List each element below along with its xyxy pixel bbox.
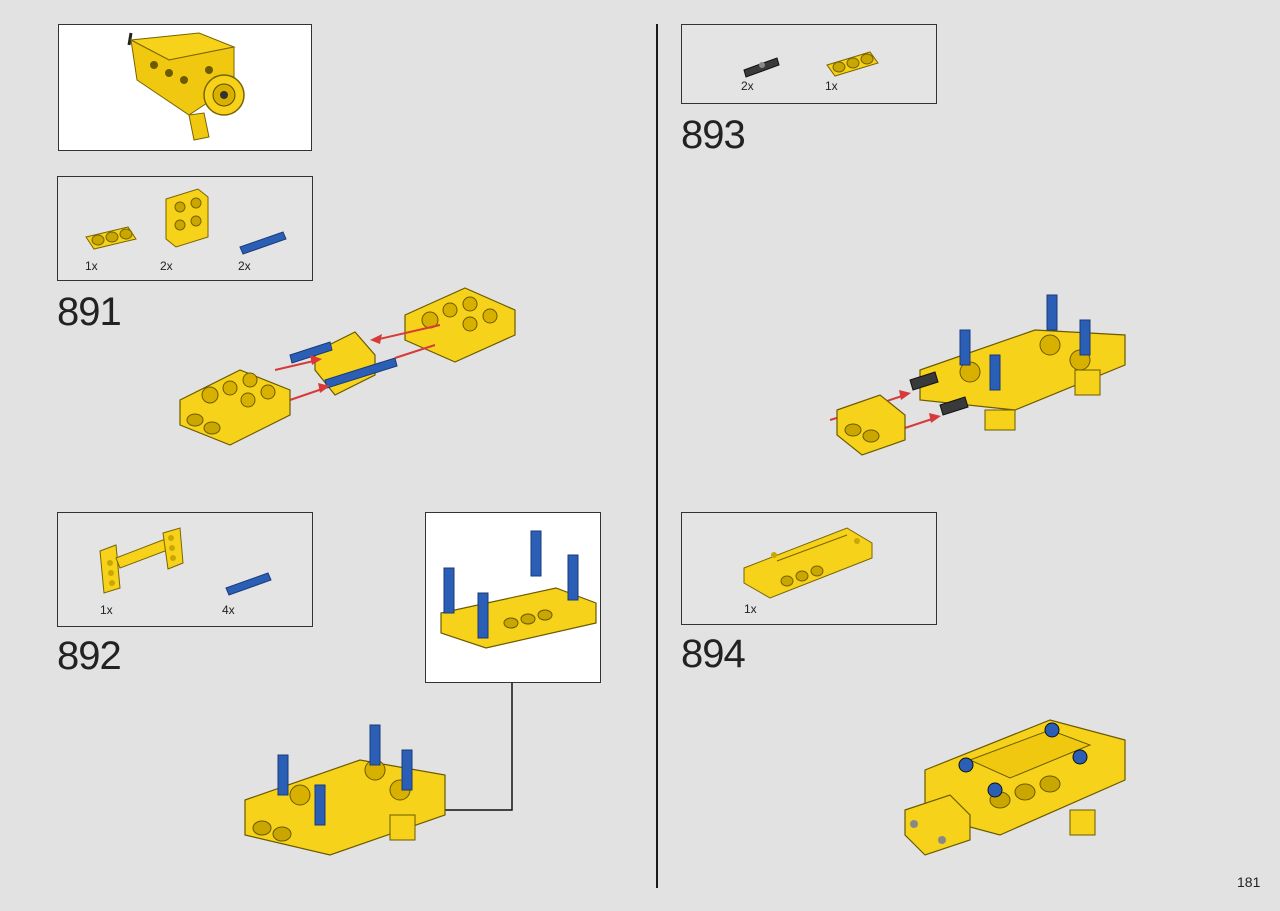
step-number: 893 (681, 113, 746, 157)
step-893-assembly-image (829, 294, 1126, 456)
page-divider (656, 24, 658, 888)
step-893-parts-box: 2x 1x (681, 24, 937, 104)
step-number: 892 (57, 634, 122, 678)
part-qty: 1x (744, 602, 757, 616)
part-qty: 2x (741, 79, 754, 93)
beam-3-icon (826, 51, 879, 77)
gearbox-assembly-image (127, 32, 245, 141)
step-number: 894 (681, 632, 746, 676)
gray-axle-pin-icon (743, 57, 780, 78)
step-892-assembly-image (244, 724, 446, 856)
step-number: 891 (57, 290, 122, 334)
page-number: 181 (1237, 874, 1261, 890)
step-892-callout-box (425, 512, 601, 683)
step-892-parts-box: 1x 4x (57, 512, 313, 627)
part-qty: 2x (238, 259, 251, 273)
connector-block-icon (165, 188, 209, 248)
blue-pin-icon (239, 231, 287, 255)
part-qty: 1x (85, 259, 98, 273)
part-qty: 2x (160, 259, 173, 273)
part-qty: 1x (825, 79, 838, 93)
h-frame-icon (99, 527, 184, 594)
part-qty: 1x (100, 603, 113, 617)
h-frame-with-pins-image (440, 530, 597, 649)
beam-3-icon (85, 226, 137, 250)
step-894-assembly-image (904, 719, 1126, 856)
step-891-assembly-image (179, 287, 516, 446)
blue-pin-icon (225, 572, 272, 596)
step-891-parts-box: 1x 2x 2x (57, 176, 313, 281)
panel-plate-icon (743, 527, 873, 599)
part-qty: 4x (222, 603, 235, 617)
step-894-parts-box: 1x (681, 512, 937, 625)
subassembly-preview-box (58, 24, 312, 151)
